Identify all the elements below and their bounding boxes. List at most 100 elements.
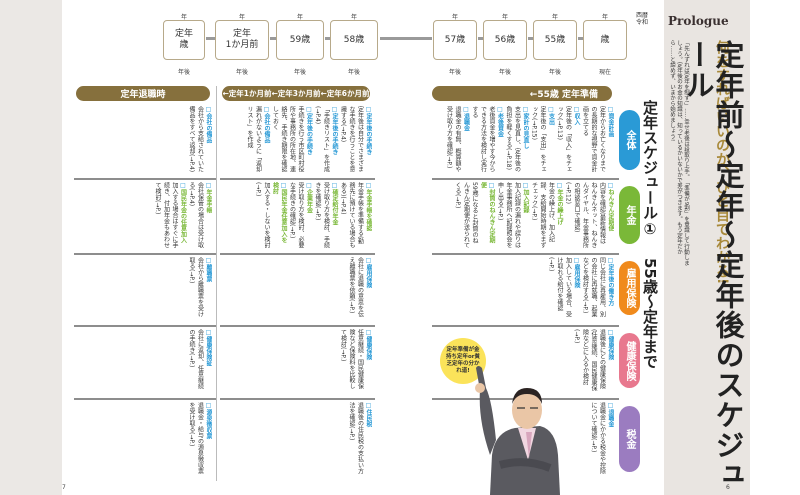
item-heading: ねんきん定期便 [606, 182, 614, 248]
timeline-arrow [325, 37, 330, 40]
timeline-box: 歳 [583, 20, 627, 60]
item-body: 退職後の住民税の支払い方法を確認(→P.) [348, 402, 364, 474]
item-body: 老後資金を増やす今からできる方法を検討し実行する [471, 106, 495, 172]
item-body: 会社に退職の意思を伝え離職票を依頼(→P.) [348, 257, 364, 317]
item-body: 任意継続・国民健康保険など保険料を比較して検討(→P.) [339, 329, 364, 389]
item-body: 漏れがないように「返却リスト」を作成 [246, 106, 262, 172]
row-divider [74, 325, 216, 327]
item-body: 受け取り方を検討、手続きを確認(→P.) [314, 182, 330, 248]
item-body: 「手続きリスト」を作成(→P.4) [314, 106, 330, 172]
timeline-years-after: 年後 [236, 69, 249, 76]
item-heading: 資金計画 [606, 106, 614, 174]
timeline-year: 年 [351, 14, 358, 21]
timeline-box: 56歳 [483, 20, 527, 60]
timeline-arrow [478, 37, 483, 40]
row-divider [432, 178, 619, 180]
item-heading: 会社の備品 [262, 106, 270, 174]
item-body: 会社保管の場合は受け取る(→P.4) [188, 182, 204, 248]
item-heading: 定年後の働き方 [606, 257, 614, 319]
schedule-cell-before-all: 定年後の手続き定年後は自分でさまざまな手続きを行うことを意識する(→P.4)定年… [222, 106, 372, 174]
item-heading: 健康保険 [364, 329, 372, 392]
item-body: 59歳になると封筒のねんきん定期便が送られてくる(→P.) [454, 182, 478, 248]
item-heading: 雇用保険 [572, 257, 580, 319]
item-body: 加入する・しないを検討(→P.) [254, 182, 271, 248]
row-divider [74, 253, 216, 255]
category-all: 全体 [619, 110, 640, 170]
timeline-year: 年 [552, 14, 559, 21]
subtitle: 何をすればいいのか、ひと目でわかる! [714, 40, 730, 285]
timeline-arrow [206, 37, 215, 40]
item-body: 加入する場合はすぐに手続き、付加年金もあわせて検討(→P.) [154, 182, 178, 248]
schedule-cell-prep-pension: ねんきん定期便内容を確認(最新情報はねんきんネット、ねんきんダイヤル、年金事務所… [434, 182, 614, 248]
era-western: 西暦 [636, 12, 649, 19]
item-heading: 雇用保険 [364, 257, 372, 319]
item-body: 内容を確認(最新情報はねんきんネット、ねんきんダイヤル、年金事務所の相談窓口で確… [564, 182, 606, 248]
phase-before: ←定年1か月前←定年3か月前←定年6か月前 [222, 86, 370, 101]
item-heading: 退職金 [606, 402, 614, 476]
timeline-years-after: 年後 [499, 69, 512, 76]
item-heading: 健康保険証 [204, 329, 212, 392]
timeline-arrow [270, 37, 276, 40]
timeline-year: 年 [502, 14, 509, 21]
timeline-year: 年 [452, 14, 459, 21]
timeline-box: 59歳 [276, 20, 324, 60]
item-body: 手続きを行う市区町村役所や事務所の所在地、連絡先、手続き期限を確認しておく [271, 106, 305, 172]
prologue-label: Prologue [668, 14, 729, 28]
item-body: 定年からお亡くなりまでの長期的な視野で資金計画を立てる [581, 106, 606, 172]
item-body: 加入している場合、受け取れる給付を確認(→P.) [547, 257, 572, 317]
presenter-photo [475, 366, 560, 495]
row-divider [432, 253, 619, 255]
item-heading: 健康保険 [606, 329, 614, 392]
schedule-cell-retire-pension: 年金手帳会社保管の場合は受け取る(→P.4)国民年金の任意加入加入する場合はすぐ… [78, 182, 212, 248]
page-number-left: 7 [62, 484, 66, 491]
timeline-years-after: 年後 [549, 69, 562, 76]
item-heading: 家計の見直し [521, 106, 529, 174]
item-heading: 年金手帳 [204, 182, 212, 248]
item-heading: 国民年金の任意加入 [178, 182, 187, 248]
timeline-years-after: 現在 [599, 69, 612, 76]
item-heading: 年金手帳を確認 [364, 182, 372, 248]
speech-bubble: 定年準備が金持ち定年or貧乏定年の分かれ道! [440, 338, 486, 384]
item-body: 同じ会社に再雇用、別の会社に再就職、起業などを検討する(→P.) [581, 257, 606, 317]
item-body: 定年後の「支出」をチェック(→P.15) [530, 106, 547, 172]
timeline-years-after: 年後 [348, 69, 361, 76]
item-body: 加入記録の漏れや誤りは年金事務所へ記録照会を申し出る(→P.) [496, 182, 521, 248]
item-heading: 定年後の手続き [364, 106, 372, 174]
category-tax: 税金 [619, 406, 640, 472]
row-divider [220, 325, 375, 327]
timeline-arrow [380, 37, 432, 40]
section-title: 定年スケジュール① [641, 100, 659, 238]
item-heading: 支出 [546, 106, 555, 174]
row-divider [74, 178, 216, 180]
item-heading: 離職票 [204, 257, 212, 319]
row-divider [220, 178, 375, 180]
category-health: 健康保険 [619, 333, 640, 388]
timeline-arrow [578, 37, 583, 40]
timeline-year: 年 [239, 14, 246, 21]
timeline-years-after: 年後 [178, 69, 191, 76]
item-body: 会社に返却、任意継続の手続き(→P.) [188, 329, 204, 389]
era-label: 西暦令和 [636, 12, 648, 26]
page-gutter [0, 0, 62, 495]
row-divider [432, 325, 619, 327]
category-pension: 年金 [619, 186, 640, 244]
item-heading: 源泉徴収票 [204, 402, 212, 476]
timeline-year: 年 [181, 14, 188, 21]
timeline-years-after: 年後 [294, 69, 307, 76]
item-body: 退職後にどの健康保険(任意継続、国民健康保険など)に入るか検討(→P.) [573, 329, 606, 392]
item-heading: 定年後の手続き [304, 106, 313, 174]
schedule-cell-prep-all: 資金計画定年からお亡くなりまでの長期的な視野で資金計画を立てる収入定年後の「収入… [434, 106, 615, 174]
item-heading: 老後資金 [495, 106, 504, 174]
item-body: 退職金にかかる税金や控除について確認(→P.) [590, 402, 606, 474]
timeline-year: 年 [297, 14, 304, 21]
row-divider [220, 253, 375, 255]
category-emp: 雇用保険 [619, 261, 640, 315]
timeline-year: 年 [602, 14, 609, 21]
timeline-box: 定年 1か月前 [215, 20, 269, 60]
